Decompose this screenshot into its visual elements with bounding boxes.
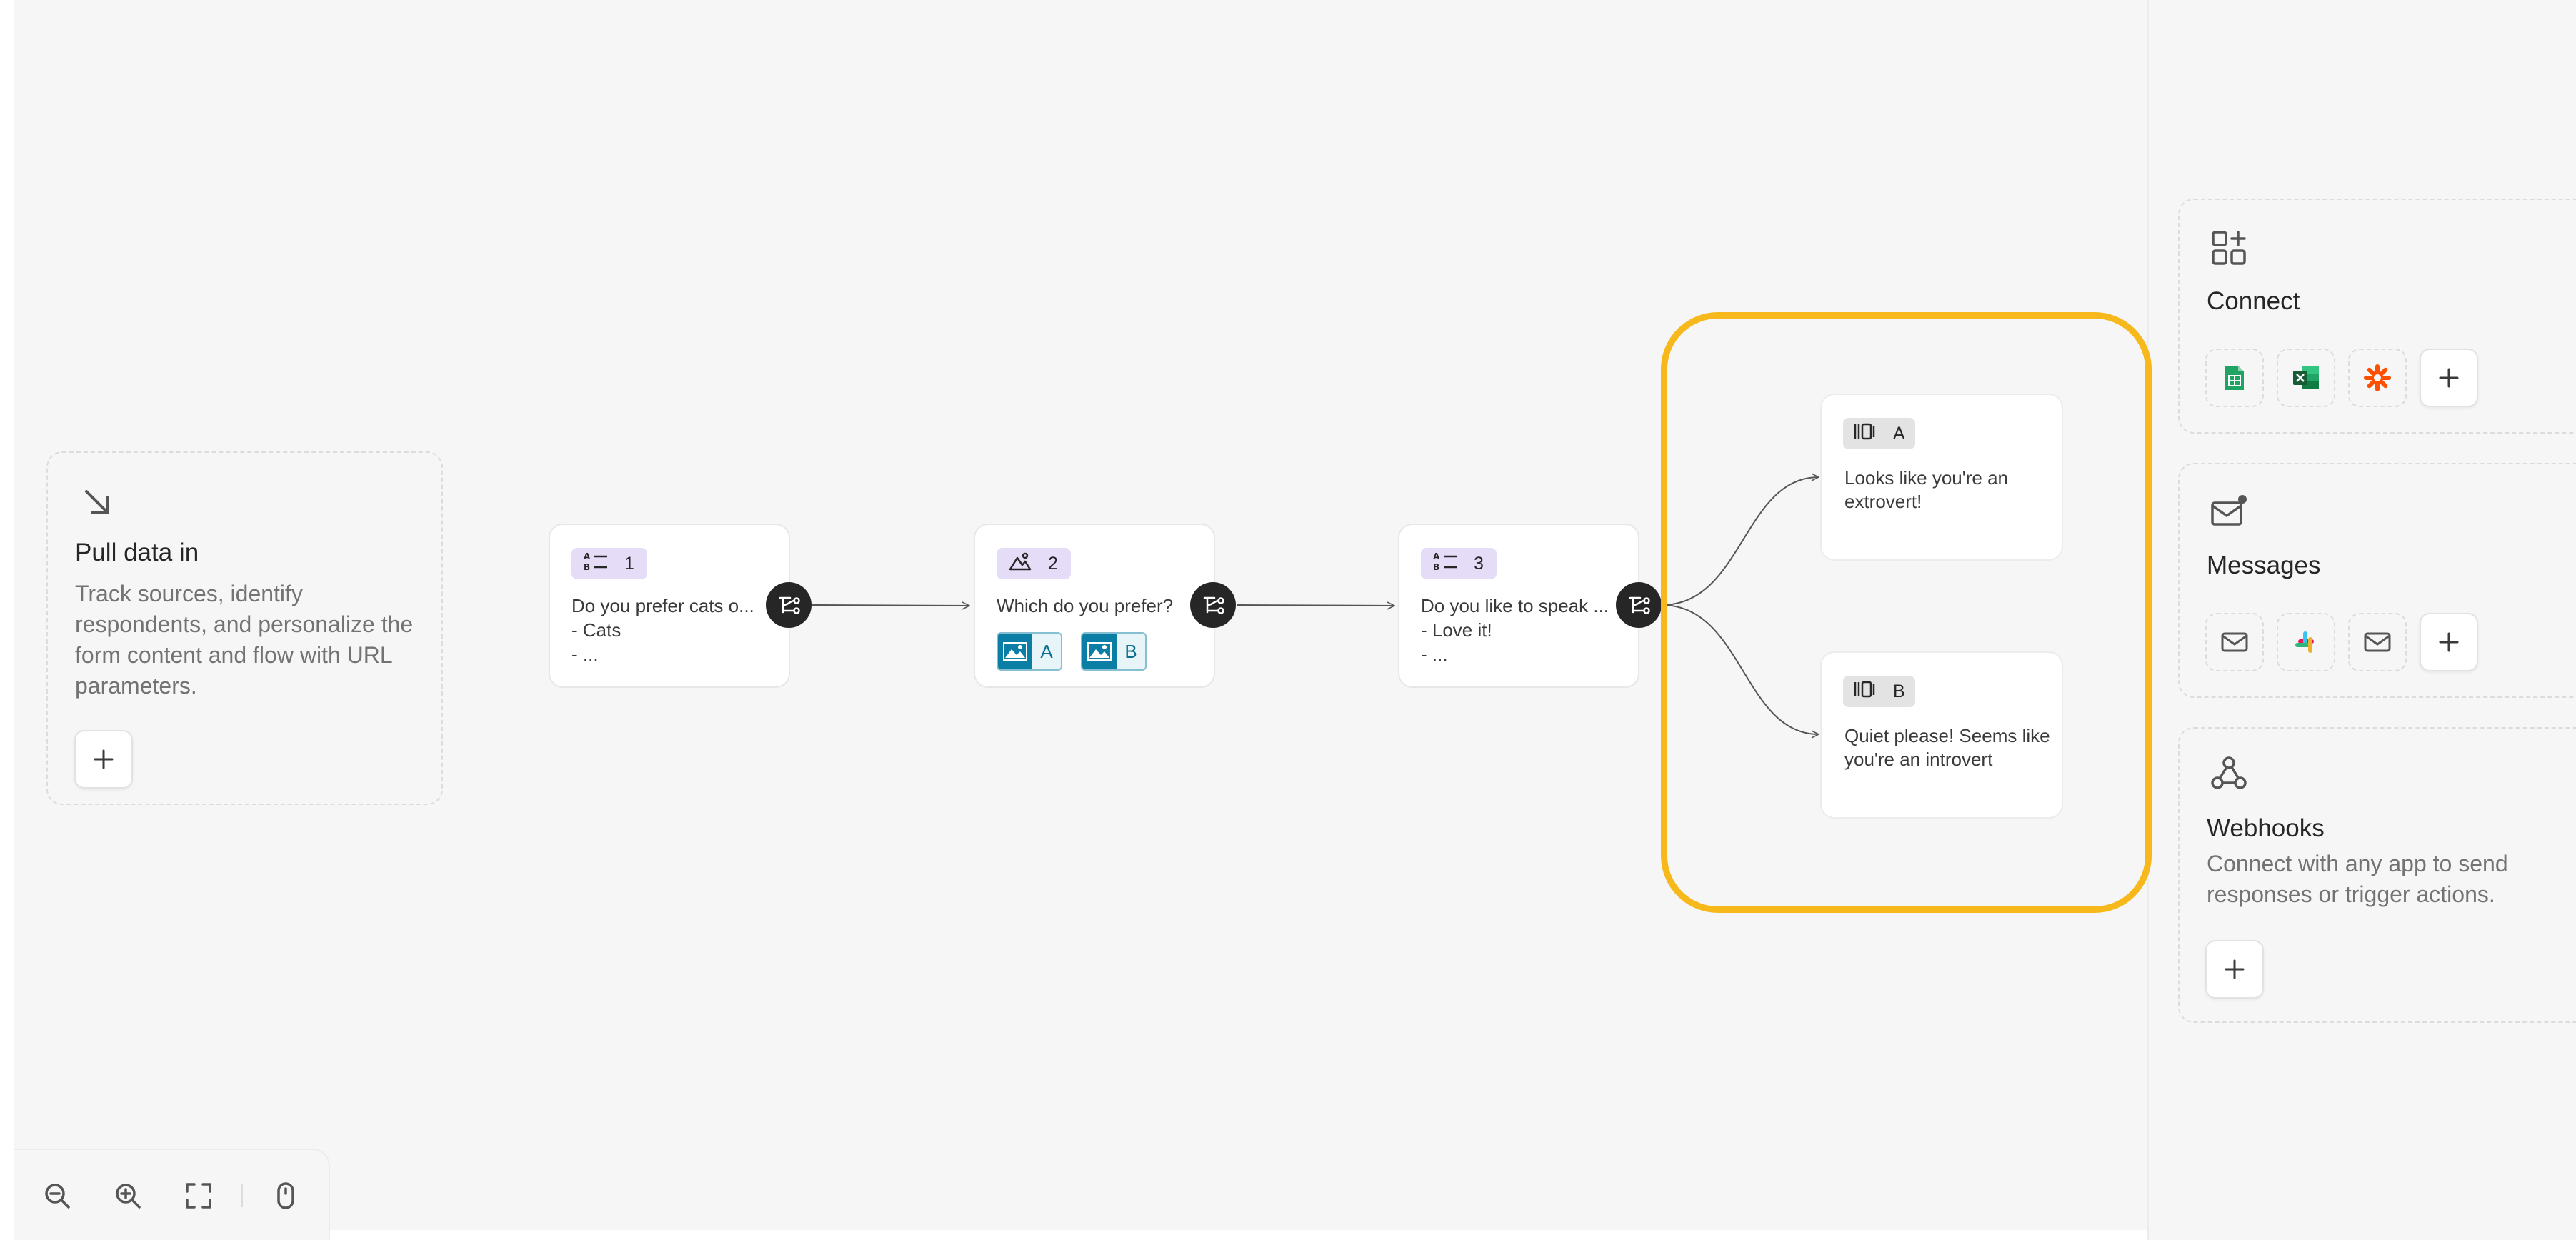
plus-icon: [94, 749, 114, 769]
image-icon: [998, 634, 1032, 669]
connect-title: Connect: [2207, 287, 2300, 315]
zoom-in-icon[interactable]: [108, 1176, 148, 1216]
ending-text: Quiet please! Seems like you're an intro…: [1844, 725, 2050, 770]
webhooks-title: Webhooks: [2207, 814, 2325, 842]
ending-screen-icon: [1853, 679, 1876, 704]
webhook-icon: [2210, 754, 2248, 793]
branch-logic-button-2[interactable]: [1190, 582, 1236, 628]
slack-icon[interactable]: [2277, 613, 2335, 671]
connect-card: Connect: [2178, 199, 2576, 434]
question-text: Which do you prefer?: [997, 595, 1174, 616]
question-text: Do you like to speak ... - Love it! - ..…: [1421, 595, 1609, 665]
plus-icon: [2225, 959, 2245, 979]
question-number: 2: [1048, 553, 1058, 574]
ending-card-a[interactable]: A Looks like you're an extrovert!: [1820, 394, 2063, 561]
zoom-toolbar: [14, 1149, 330, 1240]
ending-label: A: [1893, 423, 1905, 444]
google-sheets-icon[interactable]: [2205, 349, 2264, 407]
pull-data-description: Track sources, identify respondents, and…: [75, 581, 414, 699]
ending-screen-icon: [1853, 421, 1876, 446]
mail-icon[interactable]: [2348, 613, 2407, 671]
messages-card: Messages: [2178, 463, 2576, 698]
svg-text:B: B: [584, 562, 590, 572]
ending-badge: B: [1843, 676, 1915, 707]
mail-icon[interactable]: [2205, 613, 2264, 671]
webhooks-card: Webhooks Connect with any app to send re…: [2178, 727, 2576, 1023]
branch-icon: [779, 596, 800, 614]
fit-view-icon[interactable]: [179, 1176, 219, 1216]
zoom-out-icon[interactable]: [37, 1176, 77, 1216]
branch-icon: [1203, 596, 1224, 614]
add-webhook-button[interactable]: [2205, 940, 2264, 999]
plus-icon: [2439, 368, 2459, 388]
arrow-down-right-icon: [79, 484, 116, 521]
ending-label: B: [1893, 681, 1905, 701]
add-url-parameter-button[interactable]: [74, 730, 133, 789]
pull-data-in-card: Pull data in Track sources, identify res…: [46, 451, 443, 805]
svg-text:B: B: [1433, 562, 1439, 572]
picture-choices: A B: [997, 632, 1147, 671]
branch-logic-button-1[interactable]: [766, 582, 812, 628]
picture-choice-a: A: [997, 632, 1062, 671]
question-badge: 2: [997, 548, 1071, 579]
ending-text: Looks like you're an extrovert!: [1844, 467, 2008, 512]
pull-data-title: Pull data in: [75, 539, 199, 566]
add-connect-app-button[interactable]: [2420, 349, 2478, 407]
picture-choice-b: B: [1081, 632, 1147, 671]
messages-title: Messages: [2207, 551, 2321, 579]
excel-icon[interactable]: [2277, 349, 2335, 407]
toolbar-divider: [241, 1184, 243, 1207]
plus-icon: [2439, 632, 2459, 652]
question-number: 1: [624, 553, 634, 574]
endings-highlight: [1661, 312, 2152, 913]
connect-apps-icon: [2210, 229, 2248, 267]
picture-choice-icon: [1008, 551, 1032, 577]
mail-notification-icon: [2210, 493, 2248, 531]
mouse-icon[interactable]: [266, 1176, 306, 1216]
svg-text:A: A: [584, 551, 591, 561]
zapier-icon[interactable]: [2348, 349, 2407, 407]
branch-logic-button-3[interactable]: [1616, 582, 1662, 628]
question-text: Do you prefer cats o... - Cats - ...: [571, 595, 754, 665]
image-icon: [1082, 634, 1117, 669]
webhooks-description: Connect with any app to send responses o…: [2207, 851, 2508, 907]
svg-text:A: A: [1433, 551, 1440, 561]
question-card-2[interactable]: 2 Which do you prefer? A B: [974, 524, 1215, 688]
ending-badge: A: [1843, 418, 1915, 449]
ending-card-b[interactable]: B Quiet please! Seems like you're an int…: [1820, 651, 2063, 819]
question-number: 3: [1474, 553, 1484, 574]
add-message-button[interactable]: [2420, 613, 2478, 671]
branch-icon: [1629, 596, 1650, 614]
